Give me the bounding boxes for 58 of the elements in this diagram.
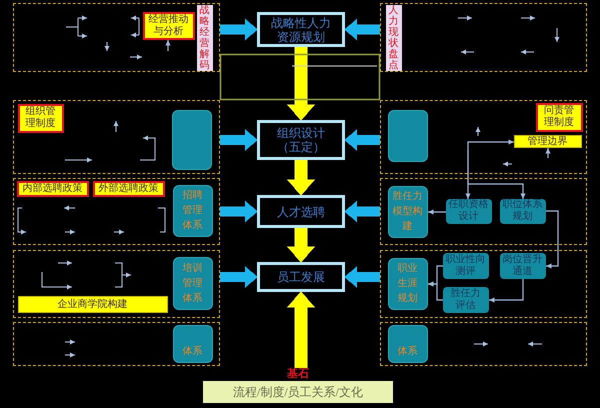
vertical-text-box: 人力现状盘点 <box>386 4 402 70</box>
connector-arrow <box>546 148 550 158</box>
highlight-box: 外部选聘政策 <box>92 180 164 196</box>
vertical-text-box: 战略经营解码 <box>196 4 212 70</box>
block-arrow <box>345 200 380 222</box>
connector-arrow <box>489 279 524 302</box>
sub-process-box: 职业性向测评 <box>442 252 488 278</box>
module-box: 胜任力模型构建 <box>388 186 428 238</box>
connector-arrow <box>166 40 170 51</box>
block-arrow <box>345 266 380 288</box>
dashed-panel <box>380 3 587 72</box>
connector-arrow <box>467 140 514 150</box>
dashed-panel <box>380 322 587 366</box>
module-box <box>172 110 212 170</box>
sub-process-box: 职位体系规划 <box>500 198 546 224</box>
block-arrow <box>345 129 380 151</box>
dashed-panel <box>13 322 220 366</box>
process-box: 人才选聘 <box>257 195 345 228</box>
block-arrow <box>286 160 316 195</box>
sub-process-box: 岗位晋升通道 <box>500 252 546 278</box>
process-box: 组织设计（五定） <box>257 120 345 160</box>
sub-process-box: 任职资格设计 <box>446 198 492 224</box>
dashed-panel <box>380 178 587 245</box>
module-box: 招聘管理体系 <box>172 184 212 236</box>
connector-arrow <box>467 150 526 199</box>
process-box: 员工发展 <box>257 262 345 292</box>
block-arrow <box>220 129 257 151</box>
sub-process-box: 胜任力评估 <box>442 286 488 312</box>
block-arrow <box>286 292 316 368</box>
module-box: 体系 <box>388 324 428 362</box>
dashed-panel <box>13 3 220 72</box>
block-arrow <box>345 18 380 40</box>
highlight-box: 问责管理制度 <box>536 102 582 132</box>
block-arrow <box>220 266 257 288</box>
dashed-panel <box>13 100 220 174</box>
dashed-panel <box>13 178 220 245</box>
module-box: 培训管理体系 <box>172 256 212 310</box>
module-box <box>388 110 428 162</box>
dashed-panel <box>380 250 587 318</box>
block-arrow <box>220 18 257 40</box>
section-heading: 基石 <box>287 368 309 381</box>
module-box: 体系 <box>172 324 212 362</box>
module-box: 职业生涯规划 <box>388 258 428 310</box>
highlight-box: 内部选聘政策 <box>16 180 88 196</box>
block-arrow <box>220 200 257 222</box>
block-arrow <box>286 47 316 120</box>
block-arrow <box>286 228 316 262</box>
foundation-bar: 流程/制度/员工关系/文化 <box>203 381 393 403</box>
highlight-box: 经营推动与分析 <box>142 12 194 40</box>
connector-arrow <box>546 210 559 268</box>
connector-arrow <box>428 210 446 214</box>
highlight-bar: 企业商学院构建 <box>18 296 168 312</box>
dashed-panel <box>13 250 220 318</box>
highlight-bar: 管理边界 <box>514 134 582 148</box>
process-box: 战略性人力资源规划 <box>257 12 345 47</box>
dashed-panel <box>380 100 587 174</box>
connector-arrow <box>428 282 443 301</box>
highlight-box: 组织管理制度 <box>18 104 64 132</box>
